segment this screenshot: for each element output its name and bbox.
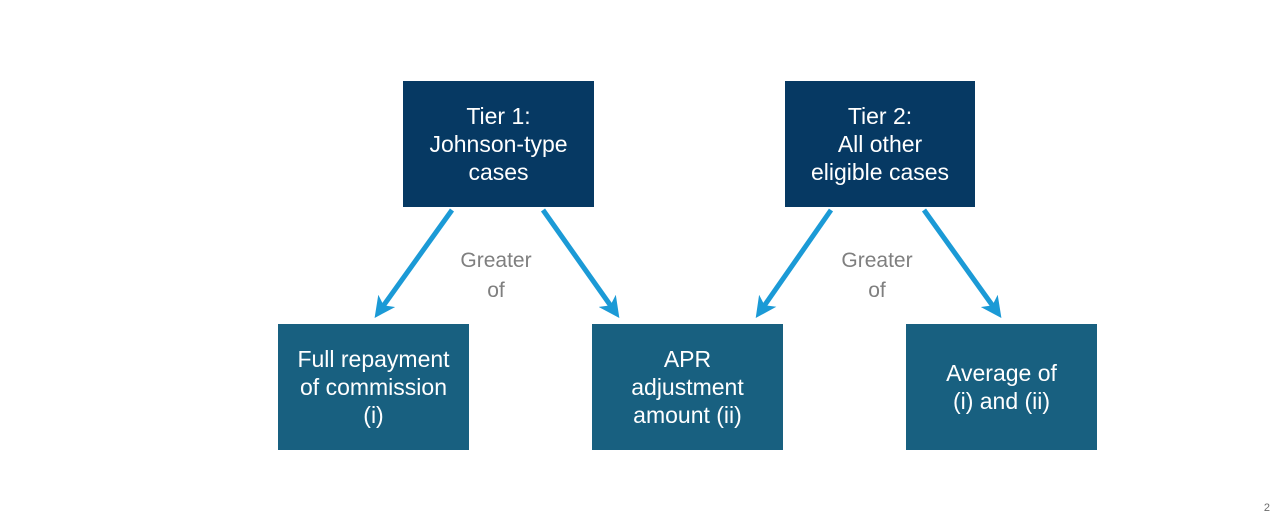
node-apr-adjustment[interactable]: APR adjustment amount (ii) [592,324,783,450]
node-apr-adjustment-label: APR adjustment amount (ii) [631,345,744,429]
page-number: 2 [1263,502,1270,514]
node-average[interactable]: Average of (i) and (ii) [906,324,1097,450]
node-average-label: Average of (i) and (ii) [946,359,1057,414]
node-tier-2-label: Tier 2: All other eligible cases [810,102,950,186]
node-tier-1-label: Tier 1: Johnson-type cases [429,102,568,186]
node-tier-2[interactable]: Tier 2: All other eligible cases [785,81,975,207]
node-full-repayment-label: Full repayment of commission (i) [297,345,450,429]
connector-label-greater-of-left: Greater of [460,249,532,302]
node-full-repayment[interactable]: Full repayment of commission (i) [278,324,469,450]
node-tier-1[interactable]: Tier 1: Johnson-type cases [403,81,594,207]
connector-label-greater-of-right: Greater of [841,249,913,302]
